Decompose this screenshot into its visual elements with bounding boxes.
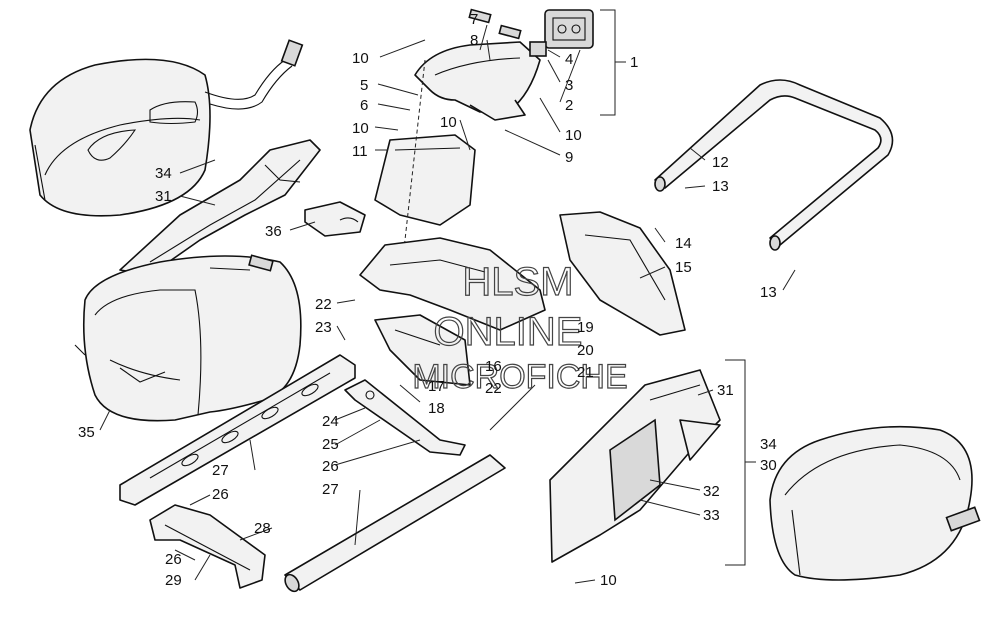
callout-10-b: 10 — [352, 120, 369, 137]
callout-27-a: 27 — [212, 462, 229, 479]
callout-35: 35 — [78, 424, 95, 441]
callout-3: 3 — [565, 77, 573, 94]
grab-handle-12 — [654, 79, 894, 251]
callout-28: 28 — [254, 520, 271, 537]
callout-32: 32 — [703, 483, 720, 500]
callout-10-e: 10 — [600, 572, 617, 589]
bracket-29 — [149, 504, 266, 589]
watermark: HLSM ONLINE MICROFICHE — [412, 259, 629, 396]
watermark-line3: MICROFICHE — [412, 358, 627, 396]
center-fender — [359, 237, 546, 331]
callout-8: 8 — [470, 32, 478, 49]
callout-12: 12 — [712, 154, 729, 171]
callout-7: 7 — [470, 11, 478, 28]
callout-10-a: 10 — [352, 50, 369, 67]
leader-lines — [99, 24, 796, 584]
right-saddlebag — [769, 425, 981, 581]
callout-17: 17 — [428, 378, 445, 395]
left-saddlebag-top — [29, 39, 304, 217]
callout-34-b: 34 — [760, 436, 777, 453]
callout-33: 33 — [703, 507, 720, 524]
callout-20: 20 — [577, 342, 594, 359]
cross-bar-27-upper — [119, 354, 356, 506]
callout-26-b: 26 — [212, 486, 229, 503]
side-trim-15 — [559, 211, 686, 336]
callout-22-b: 22 — [485, 380, 502, 397]
callout-11: 11 — [352, 143, 368, 160]
callout-18: 18 — [428, 400, 445, 417]
callout-23: 23 — [315, 319, 332, 336]
callout-31-b: 31 — [717, 382, 734, 399]
callout-36: 36 — [265, 223, 282, 240]
callout-4: 4 — [565, 51, 573, 68]
tail-light-assembly — [414, 8, 594, 121]
group-bracket-1 — [600, 9, 616, 116]
mount-bracket-11 — [374, 59, 476, 286]
callout-16: 16 — [485, 358, 502, 375]
callout-26-a: 26 — [322, 458, 339, 475]
watermark-line1: HLSM — [462, 260, 573, 304]
callout-labels: 1 2 3 4 5 6 7 8 9 10 10 10 10 10 11 12 1… — [78, 11, 777, 589]
bracket-24 — [344, 379, 466, 456]
storage-bag-35 — [74, 254, 302, 422]
callout-30: 30 — [760, 457, 777, 474]
callout-24: 24 — [322, 413, 339, 430]
callout-1: 1 — [630, 54, 638, 71]
callout-34-a: 34 — [155, 165, 172, 182]
callout-2: 2 — [565, 97, 573, 114]
callout-21: 21 — [577, 364, 594, 381]
callout-13-a: 13 — [712, 178, 729, 195]
callout-14: 14 — [675, 235, 692, 252]
right-side-panel — [549, 369, 721, 563]
callout-27-b: 27 — [322, 481, 339, 498]
callout-26-c: 26 — [165, 551, 182, 568]
cross-bar-27-lower — [284, 454, 506, 593]
callout-15: 15 — [675, 259, 692, 276]
callout-10-c: 10 — [440, 114, 457, 131]
callout-6: 6 — [360, 97, 368, 114]
callout-22-a: 22 — [315, 296, 332, 313]
callout-19: 19 — [577, 319, 594, 336]
callout-10-d: 10 — [565, 127, 582, 144]
left-rail-panel — [119, 139, 321, 276]
flap-16 — [374, 314, 471, 386]
watermark-line2: ONLINE — [434, 310, 583, 354]
callout-31-a: 31 — [155, 188, 172, 205]
callout-29: 29 — [165, 572, 182, 589]
callout-25: 25 — [322, 436, 339, 453]
callout-9: 9 — [565, 149, 573, 166]
callout-5: 5 — [360, 77, 368, 94]
pad-36 — [304, 201, 366, 237]
callout-13-b: 13 — [760, 284, 777, 301]
